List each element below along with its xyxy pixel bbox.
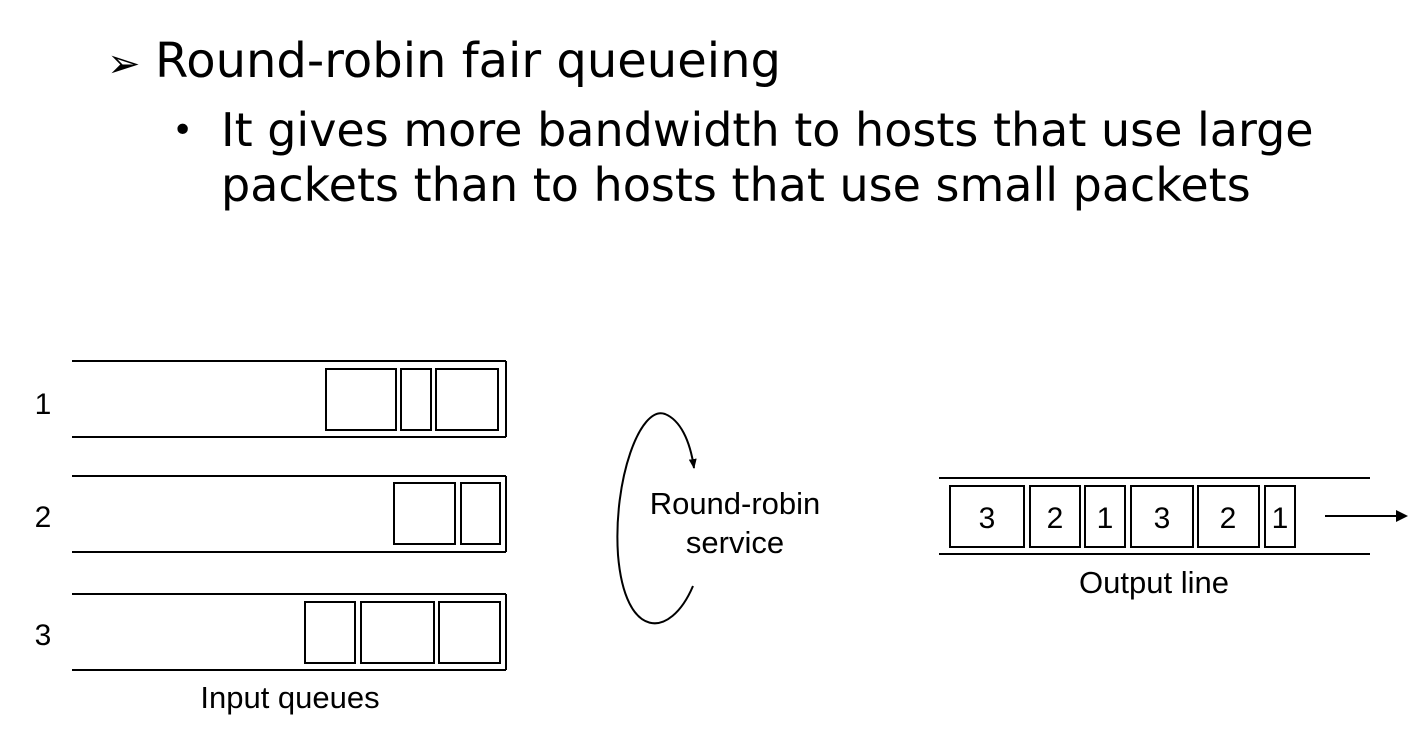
service-label-line2: service [686,525,784,560]
output-packet-label: 1 [1272,502,1289,535]
output-packet [1197,485,1260,548]
dot-bullet-icon: • [172,110,194,151]
packet [438,601,501,664]
output-packet-label: 2 [1047,502,1064,535]
queue-label-2: 2 [35,501,52,534]
output-line: 3 2 1 3 2 1 [939,477,1408,555]
output-packet [1084,485,1126,548]
output-packet [1130,485,1194,548]
packet [460,482,501,545]
bullet-level-2: • It gives more bandwidth to hosts that … [172,103,1322,213]
input-queue-2 [72,475,507,553]
packet [435,368,499,431]
packet [400,368,432,431]
queue-label-1: 1 [35,388,52,421]
packet [393,482,456,545]
arrow-bullet-icon: ➢ [107,41,141,87]
packet [325,368,397,431]
output-packet [1264,485,1296,548]
output-packet-label: 3 [1154,502,1171,535]
input-queue-1 [72,360,507,438]
output-packet-label: 1 [1097,502,1114,535]
bullet-level-2-text: It gives more bandwidth to hosts that us… [221,103,1314,212]
output-packet [1029,485,1081,548]
output-packet-label: 3 [979,502,996,535]
output-packet-label: 2 [1220,502,1237,535]
bullet-level-1: ➢ Round-robin fair queueing [107,30,781,95]
bullet-level-1-text: Round-robin fair queueing [155,33,781,89]
packet [304,601,356,664]
round-robin-cycle-arrow [616,412,697,625]
packet [360,601,435,664]
input-queues-label: Input queues [200,680,379,715]
service-label-line1: Round-robin [650,486,821,521]
output-packet [949,485,1025,548]
input-queue-3 [72,593,507,671]
output-line-label: Output line [1079,565,1229,600]
queue-label-3: 3 [35,619,52,652]
